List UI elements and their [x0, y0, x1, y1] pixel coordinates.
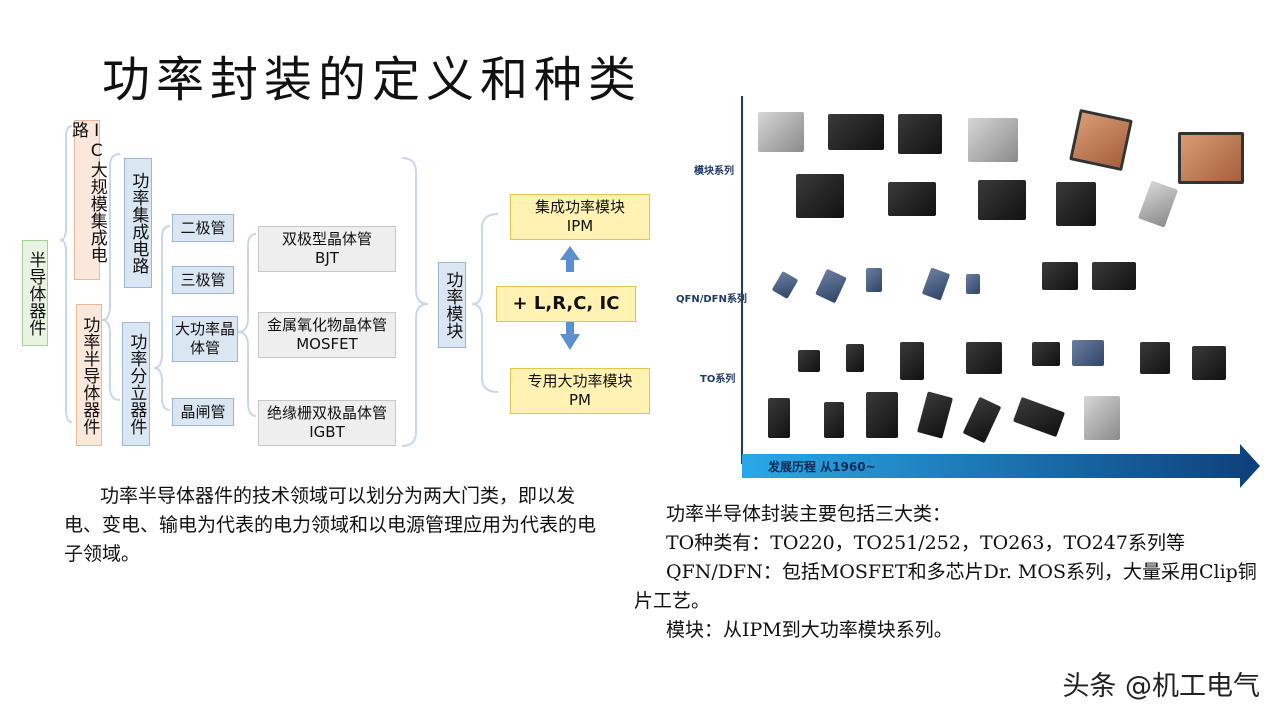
node-power-module: 功率模块: [438, 262, 466, 348]
module-package-image: [898, 114, 942, 154]
node-ic: IC大规模集成电路: [68, 120, 107, 280]
node-lrc-ic: + L,R,C, IC: [496, 286, 636, 322]
qfn-package-image: [966, 274, 980, 294]
module-package-image: [828, 114, 884, 150]
bjt-name: 双极型晶体管: [281, 230, 372, 249]
node-power-transistor: 大功率晶体管: [172, 316, 238, 362]
to-package-image: [1192, 346, 1226, 380]
node-mosfet: 金属氧化物晶体管 MOSFET: [258, 312, 396, 358]
to-package-image: [966, 342, 1002, 374]
left-paragraph: 功率半导体器件的技术领域可以划分为两大门类，即以发电、变电、输电为代表的电力领域…: [64, 485, 597, 565]
node-ipm: 集成功率模块 IPM: [510, 194, 650, 240]
to-package-image: [824, 402, 844, 438]
igbt-abbr: IGBT: [309, 423, 345, 441]
mosfet-abbr: MOSFET: [296, 335, 358, 353]
row-label-to: TO系列: [700, 374, 736, 385]
to-package-image: [798, 350, 820, 372]
module-package-image: [1069, 108, 1133, 172]
right-line-1: 功率半导体封装主要包括三大类：: [666, 503, 952, 525]
node-power-device: 功率半导体器件: [76, 304, 102, 446]
to-package-image: [1084, 396, 1120, 440]
to-package-image: [768, 398, 790, 438]
node-bjt: 双极型晶体管 BJT: [258, 226, 396, 272]
pm-abbr: PM: [569, 391, 591, 409]
node-triode: 三极管: [172, 266, 234, 294]
row-label-module: 模块系列: [694, 166, 734, 177]
igbt-name: 绝缘栅双极晶体管: [266, 404, 387, 423]
ipm-name: 集成功率模块: [534, 198, 625, 217]
module-package-image: [796, 174, 844, 218]
bjt-abbr: BJT: [315, 249, 339, 267]
to-package-image: [866, 392, 898, 438]
to-package-image: [1072, 340, 1104, 366]
classification-diagram: 半导体器件 IC大规模集成电路 功率半导体器件 功率集成电路 功率分立器件 二极…: [20, 110, 652, 448]
qfn-package-image: [1042, 262, 1078, 290]
right-line-3: QFN/DFN：包括MOSFET和多芯片Dr. MOS系列，大量采用Clip铜片…: [634, 561, 1257, 612]
node-pm: 专用大功率模块 PM: [510, 368, 650, 414]
node-discrete: 功率分立器件: [122, 322, 150, 446]
row-label-qfn: QFN/DFN系列: [676, 294, 747, 305]
module-package-image: [1056, 182, 1096, 226]
module-package-image: [888, 182, 936, 216]
timeline-axis: [741, 96, 1260, 488]
node-power-ic: 功率集成电路: [124, 158, 152, 288]
root-node: 半导体器件: [22, 240, 48, 346]
node-diode: 二极管: [172, 214, 234, 242]
mosfet-name: 金属氧化物晶体管: [266, 316, 387, 335]
tree-connectors: [59, 125, 580, 447]
pm-name: 专用大功率模块: [527, 372, 633, 391]
to-package-image: [900, 342, 924, 380]
qfn-package-image: [1092, 262, 1136, 290]
watermark: 头条 @机工电气: [1062, 671, 1260, 702]
module-package-image: [1178, 132, 1244, 184]
to-package-image: [846, 344, 864, 372]
timeline-label: 发展历程 从1960~: [768, 460, 876, 474]
right-line-2: TO种类有：TO220，TO251/252，TO263，TO247系列等: [666, 532, 1185, 554]
to-package-image: [1032, 342, 1060, 366]
node-thyristor: 晶闸管: [172, 398, 234, 426]
ipm-abbr: IPM: [566, 217, 594, 235]
right-paragraph: 功率半导体封装主要包括三大类： TO种类有：TO220，TO251/252，TO…: [634, 500, 1264, 645]
package-panel: 模块系列 QFN/DFN系列 TO系列 发展历程 从1960~: [672, 92, 1262, 488]
node-igbt: 绝缘栅双极晶体管 IGBT: [258, 400, 396, 446]
qfn-package-image: [866, 268, 882, 292]
page-title: 功率封装的定义和种类: [102, 52, 643, 108]
to-package-image: [1140, 342, 1170, 374]
module-package-image: [758, 112, 804, 152]
right-line-4: 模块：从IPM到大功率模块系列。: [666, 619, 953, 641]
module-package-image: [968, 118, 1018, 162]
module-package-image: [978, 180, 1026, 220]
